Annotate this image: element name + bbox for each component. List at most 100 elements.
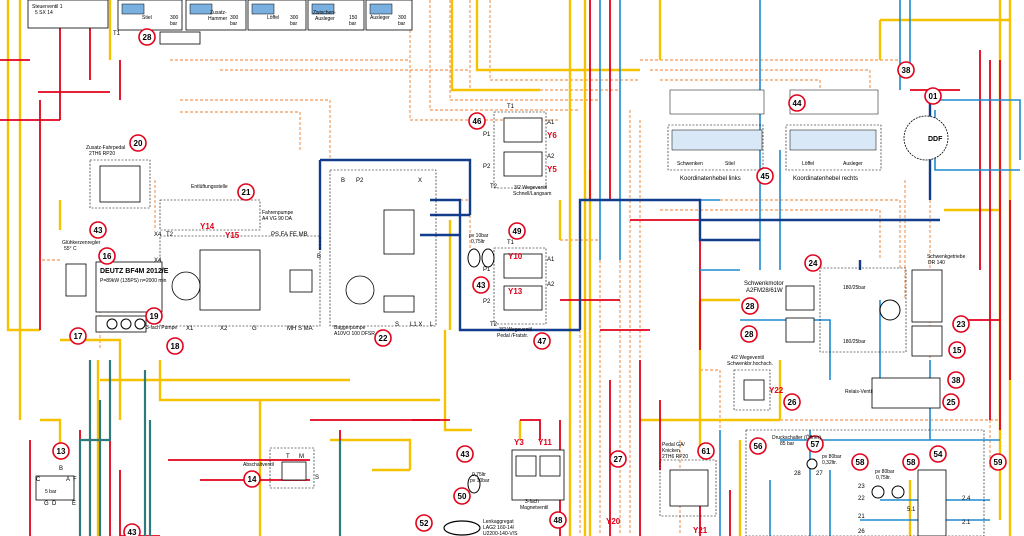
- component-label: P1: [483, 267, 491, 273]
- deutz-engine-block: [65, 261, 163, 333]
- component-label: 3-fach Pumpe: [146, 325, 177, 331]
- component-label: P2: [483, 299, 491, 305]
- component-label: Zusatz-Fahrpedal: [86, 145, 125, 151]
- callout-bubble: 23: [952, 315, 970, 333]
- callout-bubble-number: 25: [947, 398, 956, 407]
- callout-bubble-number: 59: [994, 458, 1003, 467]
- callout-bubble: 44: [788, 94, 806, 112]
- callout-bubble-ring: [783, 393, 801, 411]
- component-label: 5.1: [907, 507, 916, 513]
- component-label: 0,32ltr.: [822, 460, 837, 466]
- component-label: 22: [858, 496, 865, 502]
- component-label: P=89kW (135PS) n=2000 min: [100, 278, 167, 284]
- component-label: bar: [170, 21, 178, 27]
- callout-bubble: 13: [52, 442, 70, 460]
- zusatz-fahrpedal-box: [89, 159, 151, 209]
- callout-bubble-ring: [453, 487, 471, 505]
- component-labels: Steuerventil 15 SX 14T1StielZusatz-Hamme…: [32, 4, 971, 536]
- callout-bubble-ring: [804, 254, 822, 272]
- component-label: 4/2 Wegeventil: [731, 355, 764, 361]
- steering-wheel: [443, 520, 481, 536]
- callout-bubble-number: 43: [461, 450, 470, 459]
- component-label: A1: [547, 257, 555, 263]
- callout-bubble-number: 58: [907, 458, 916, 467]
- callout-bubble-number: 38: [902, 66, 911, 75]
- magnetventil-box: [511, 449, 565, 501]
- solenoid-label: Y11: [538, 438, 552, 447]
- callout-bubble-ring: [415, 514, 433, 532]
- component-label: A2: [547, 154, 555, 160]
- component-label: D: [52, 501, 57, 507]
- callout-bubble-ring: [98, 247, 116, 265]
- component-label: 26: [858, 529, 865, 535]
- component-label: T2: [166, 232, 174, 238]
- callout-bubble-ring: [468, 112, 486, 130]
- callout-bubble: 54: [929, 445, 947, 463]
- callout-bubble-number: 23: [957, 320, 966, 329]
- callout-bubble-number: 20: [134, 139, 143, 148]
- callout-bubble: 26: [783, 393, 801, 411]
- callout-bubble-ring: [609, 450, 627, 468]
- component-label: Schwenkmotor: [744, 281, 784, 287]
- component-label: pv 80bar: [875, 469, 895, 475]
- component-label: Glühkerzenregler: [62, 240, 101, 246]
- component-label: X4: [154, 258, 162, 264]
- component-label: Stiel: [142, 15, 152, 21]
- component-label: Pedal GA/: [662, 442, 685, 448]
- schnell-langsam-valve: [493, 111, 547, 189]
- component-label: T1: [113, 31, 121, 37]
- pedal-fratstr-valve: [493, 247, 547, 325]
- component-label: G: [252, 326, 257, 332]
- callout-bubble-number: 43: [94, 226, 103, 235]
- teal-return-lines: [78, 360, 342, 536]
- component-label: Zwischen-: [313, 10, 336, 16]
- callout-bubble-number: 14: [248, 475, 257, 484]
- callout-bubble-ring: [788, 94, 806, 112]
- component-label: Löffel: [267, 15, 279, 21]
- solenoid-label: Y5: [547, 165, 557, 174]
- callout-bubble: 01: [924, 87, 942, 105]
- callout-bubble-number: 49: [513, 227, 522, 236]
- component-label: B: [317, 254, 321, 260]
- callout-bubble-number: 15: [953, 346, 962, 355]
- callout-bubble-number: 46: [473, 117, 482, 126]
- callout-bubble: 28: [138, 28, 156, 46]
- component-label: 5 SX 14: [35, 10, 53, 16]
- component-label: LAG2 160-14/: [483, 525, 515, 531]
- callout-bubble: 27: [609, 450, 627, 468]
- ddf-rotary-joint: [903, 115, 949, 161]
- callout-bubble-number: 17: [74, 332, 83, 341]
- callout-bubble-number: 43: [477, 281, 486, 290]
- component-label: bar: [290, 21, 298, 27]
- component-label: Koordinatenhebel links: [680, 176, 741, 182]
- callout-bubble-number: 61: [702, 447, 711, 456]
- component-label: bar: [349, 21, 357, 27]
- accumulators-left: [467, 248, 495, 494]
- callout-bubble-ring: [741, 297, 759, 315]
- component-label: 21: [858, 514, 865, 520]
- relais-ventil-box: [871, 377, 941, 409]
- component-label: Schnell/Langsam: [513, 191, 551, 197]
- callout-bubble-ring: [947, 371, 965, 389]
- callout-bubble: 61: [697, 442, 715, 460]
- callout-bubble-number: 28: [745, 330, 754, 339]
- callout-bubble-ring: [851, 453, 869, 471]
- callout-bubble: 43: [472, 276, 490, 294]
- top-control-valve-block: [27, 0, 413, 45]
- component-label: A2: [547, 282, 555, 288]
- component-label: B: [59, 466, 63, 472]
- component-label: F: [73, 477, 77, 483]
- component-label: Zusatz-: [210, 10, 227, 16]
- component-label: S: [395, 322, 399, 328]
- callout-bubble: 58: [851, 453, 869, 471]
- component-label: Pedal /Fratstr.: [497, 333, 528, 339]
- component-label: Schwenkbr.hochsch.: [727, 361, 773, 367]
- component-label: X2: [220, 326, 228, 332]
- callout-bubble-ring: [508, 222, 526, 240]
- callout-bubble-number: 57: [811, 440, 820, 449]
- component-label: E: [72, 501, 76, 507]
- component-label: 23: [858, 484, 865, 490]
- callout-bubble-number: 28: [143, 33, 152, 42]
- koordinatenhebel-rechts-box: [785, 89, 882, 171]
